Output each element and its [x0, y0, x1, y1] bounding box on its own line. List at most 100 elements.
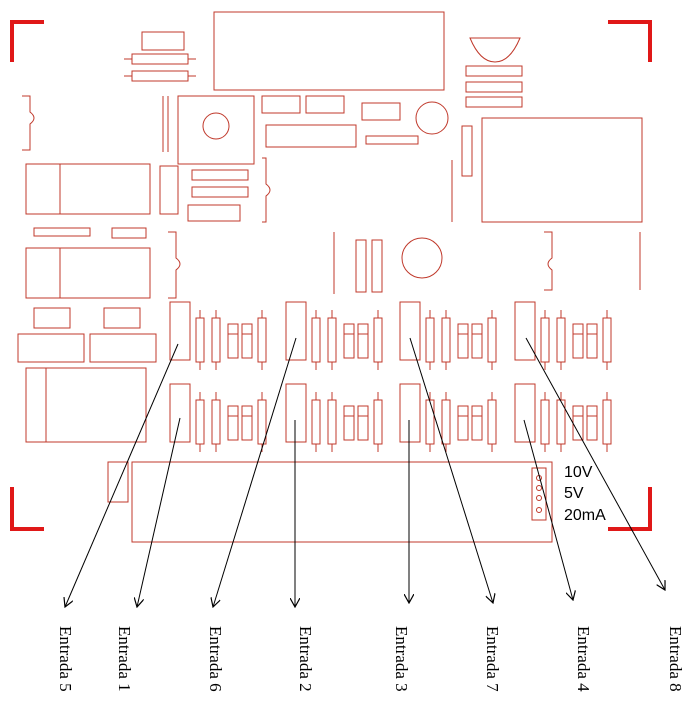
input-component	[514, 383, 536, 443]
capacitor-small	[227, 405, 239, 441]
input-component	[285, 301, 307, 361]
capacitor-small	[241, 323, 253, 359]
capacitor	[401, 237, 443, 279]
connector-bracket	[22, 95, 35, 151]
terminal-block	[131, 461, 553, 543]
resistor-vertical	[373, 399, 383, 445]
leader-entrada-7	[409, 337, 493, 603]
resistor-vertical	[211, 399, 221, 445]
resistor-vertical	[487, 399, 497, 445]
switch-label-5v: 5V	[564, 485, 584, 502]
capacitor-box	[25, 367, 147, 443]
ic-chip-top	[213, 11, 445, 91]
leader-entrada-6	[213, 337, 297, 607]
resistor-vertical	[311, 399, 321, 445]
resistor-vertical	[327, 399, 337, 445]
resistor-vertical	[425, 317, 435, 363]
corner-mark-top-left	[10, 20, 44, 62]
resistor-vertical	[425, 399, 435, 445]
resistor-vertical	[257, 399, 267, 445]
label-entrada-5: Entrada 5	[56, 626, 75, 692]
leader-entrada-4	[523, 419, 573, 600]
resistor	[465, 81, 523, 93]
capacitor-small	[572, 405, 584, 441]
label-entrada-7: Entrada 7	[483, 626, 502, 692]
capacitor-small	[457, 323, 469, 359]
capacitor-small	[343, 405, 355, 441]
capacitor-small	[471, 405, 483, 441]
resistor	[365, 135, 419, 145]
resistor-vertical	[311, 317, 321, 363]
capacitor-small	[471, 323, 483, 359]
resistor-vertical	[441, 399, 451, 445]
input-component	[285, 383, 307, 443]
resistor-vertical	[195, 399, 205, 445]
resistor-vertical	[602, 399, 612, 445]
input-component	[399, 301, 421, 361]
capacitor-small	[357, 405, 369, 441]
corner-mark-bottom-right	[608, 487, 652, 531]
resistor	[191, 169, 249, 181]
resistor-vertical	[487, 317, 497, 363]
leader-entrada-1	[137, 417, 181, 607]
trimmer	[177, 95, 255, 165]
switch-labels: 10V 5V 20mA	[564, 464, 606, 524]
leader-entrada-8	[525, 337, 665, 590]
input-component	[169, 383, 191, 443]
transistor	[469, 37, 521, 63]
capacitor-small	[572, 323, 584, 359]
relay	[481, 117, 643, 223]
input-labels: Entrada 5 Entrada 1 Entrada 6 Entrada 2 …	[56, 626, 685, 692]
resistor-vertical	[195, 317, 205, 363]
capacitor-small	[227, 323, 239, 359]
resistor-vertical	[540, 399, 550, 445]
component-outlines	[17, 11, 643, 543]
capacitor	[415, 101, 449, 135]
input-channel-rows	[169, 301, 612, 452]
corner-mark-top-right	[608, 20, 652, 62]
regulator	[25, 163, 151, 215]
resistor-vertical	[461, 125, 473, 177]
resistor-vertical	[602, 317, 612, 363]
capacitor-small	[586, 323, 598, 359]
capacitor-small	[457, 405, 469, 441]
capacitor-small	[586, 405, 598, 441]
trimmer-knob	[202, 112, 230, 140]
resistor-vertical	[355, 239, 367, 293]
resistor	[131, 70, 189, 82]
capacitor-small	[241, 405, 253, 441]
corner-marks	[10, 20, 652, 531]
capacitor-small	[343, 323, 355, 359]
resistor-vertical	[540, 317, 550, 363]
resistor	[131, 53, 189, 65]
resistor	[33, 227, 91, 237]
resistor	[465, 96, 523, 108]
input-component	[399, 383, 421, 443]
resistor	[465, 65, 523, 77]
resistor-vertical	[257, 317, 267, 363]
label-entrada-1: Entrada 1	[115, 626, 134, 692]
leader-entrada-5	[65, 343, 179, 607]
resistor	[191, 186, 249, 198]
label-entrada-3: Entrada 3	[392, 626, 411, 692]
label-entrada-8: Entrada 8	[666, 626, 685, 692]
leader-lines	[65, 337, 665, 607]
input-component	[514, 301, 536, 361]
capacitor-small	[357, 323, 369, 359]
resistor-vertical	[327, 317, 337, 363]
resistor-vertical	[371, 239, 383, 293]
switch-label-10v: 10V	[564, 464, 593, 481]
resistor-vertical	[556, 317, 566, 363]
resistor-vertical	[373, 317, 383, 363]
label-entrada-6: Entrada 6	[206, 626, 225, 692]
input-component	[169, 301, 191, 361]
switch-label-20ma: 20mA	[564, 507, 606, 524]
regulator	[25, 247, 151, 299]
corner-mark-bottom-left	[10, 487, 44, 531]
small-component	[141, 31, 185, 51]
resistor-vertical	[211, 317, 221, 363]
resistor-vertical	[441, 317, 451, 363]
label-entrada-4: Entrada 4	[574, 626, 593, 692]
diode	[187, 204, 241, 222]
